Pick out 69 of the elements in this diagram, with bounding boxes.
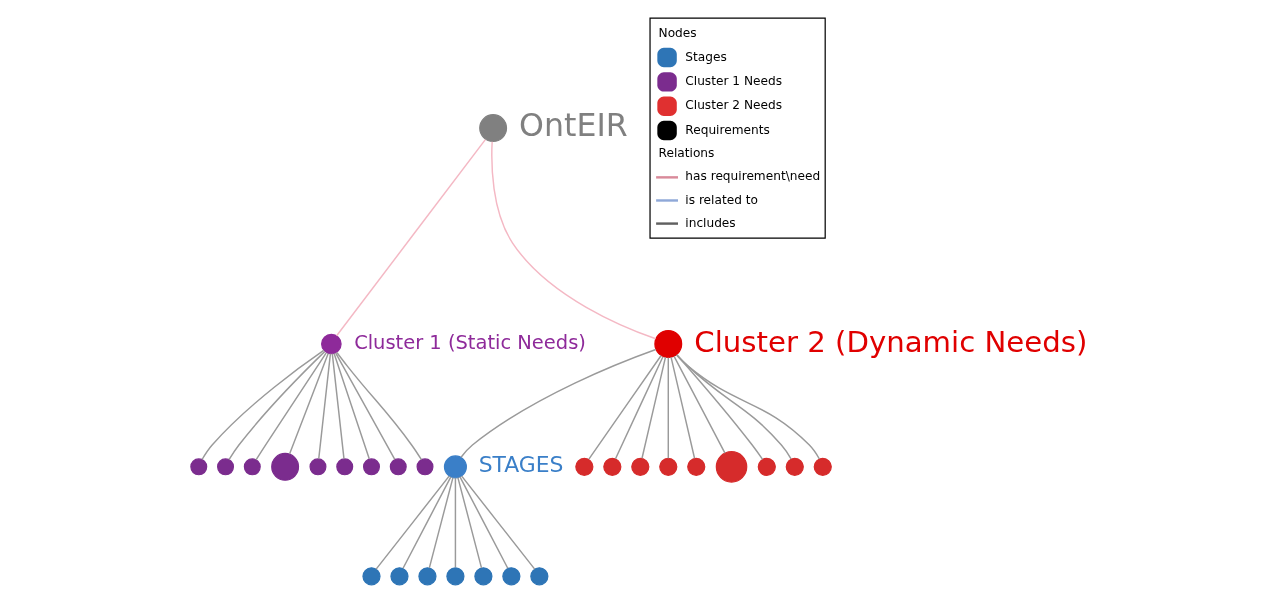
node-circle xyxy=(479,114,508,143)
legend-label: includes xyxy=(685,215,736,230)
node-circle xyxy=(785,457,804,476)
legend-label: is related to xyxy=(685,192,758,207)
node-circle xyxy=(474,567,493,586)
node-label: STAGES xyxy=(478,452,564,478)
connector xyxy=(228,350,326,461)
node-label: OntEIR xyxy=(519,106,628,143)
connector xyxy=(454,477,457,569)
node-circle xyxy=(757,457,776,476)
connector xyxy=(288,352,329,455)
legend-label: Stages xyxy=(685,49,727,64)
connector xyxy=(333,352,370,460)
connector xyxy=(335,352,396,461)
label: Nodes xyxy=(658,25,697,40)
label: Relations xyxy=(658,146,715,161)
node-circle xyxy=(502,567,521,586)
node-circle xyxy=(190,458,208,476)
node-label: Cluster 1 (Static Needs) xyxy=(354,330,586,354)
node-circle xyxy=(631,457,650,476)
connector xyxy=(255,352,327,461)
node-circle xyxy=(687,457,706,476)
connector xyxy=(670,356,696,459)
node-circle xyxy=(217,458,235,476)
node-circle xyxy=(416,458,434,476)
connector xyxy=(588,354,662,460)
node-circle xyxy=(362,458,380,476)
node-circle xyxy=(575,457,594,476)
connector xyxy=(318,353,332,460)
connector xyxy=(460,348,657,459)
connector xyxy=(375,475,450,570)
node-circle xyxy=(362,567,381,586)
legend-label: Cluster 2 Needs xyxy=(685,98,783,113)
connector xyxy=(667,356,669,460)
node-label: Cluster 2 (Dynamic Needs) xyxy=(694,324,1088,359)
legend-label: has requirement\need xyxy=(685,169,821,184)
node-circle xyxy=(321,333,342,355)
connector xyxy=(336,351,423,461)
legend-label: Cluster 1 Needs xyxy=(685,73,783,88)
connector xyxy=(457,476,483,569)
connector xyxy=(641,356,667,459)
connector xyxy=(676,353,792,460)
connector xyxy=(201,349,325,461)
connector xyxy=(614,356,664,460)
node-circle xyxy=(271,452,300,481)
node-circle xyxy=(530,567,549,586)
connector xyxy=(402,476,452,569)
node-circle xyxy=(389,458,407,476)
legend-label: Requirements xyxy=(685,122,770,137)
node-circle xyxy=(390,567,409,586)
node-circle xyxy=(603,457,622,476)
connector xyxy=(459,476,509,569)
node-circle xyxy=(309,458,327,476)
connector xyxy=(461,475,536,570)
node-circle xyxy=(813,457,832,476)
node-circle xyxy=(443,455,467,479)
connector xyxy=(428,476,454,569)
connector xyxy=(673,355,726,454)
node-circle xyxy=(336,458,354,476)
node-circle xyxy=(715,451,748,483)
connector xyxy=(491,141,657,340)
node-circle xyxy=(659,457,678,476)
node-circle xyxy=(418,567,437,586)
connector xyxy=(335,138,487,337)
connector xyxy=(675,354,821,460)
node-circle xyxy=(243,458,261,476)
node-circle xyxy=(654,330,683,358)
connector xyxy=(331,353,345,460)
node-circle xyxy=(446,567,465,586)
